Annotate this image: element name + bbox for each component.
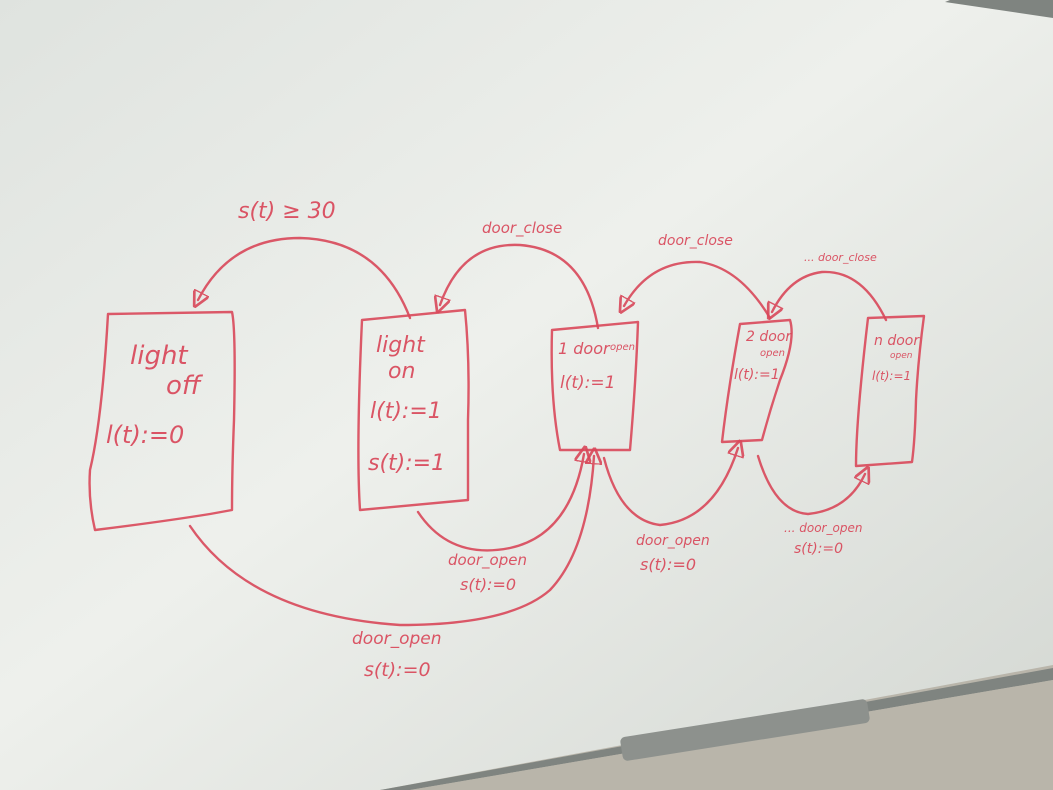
door-close-label-1: door_close [482, 219, 563, 237]
n-door-subtitle: open [890, 351, 913, 361]
timeout-guard-label: s(t) ≥ 30 [238, 199, 336, 224]
reset-label-from-on: s(t):=0 [460, 575, 517, 594]
edge-open-off-to-1 [188, 456, 594, 627]
door-open-label-from-off: door_open [352, 629, 442, 649]
reset-label-2-to-n: s(t):=0 [794, 541, 844, 557]
light-on-assignment-s: s(t):=1 [368, 451, 446, 476]
door-open-label-2-to-n: ... door_open [784, 521, 863, 535]
state-n-door-box [854, 314, 926, 468]
edge-open-1-to-2 [602, 448, 738, 527]
state-light-on-box [357, 308, 470, 512]
n-door-title: n door [874, 333, 920, 349]
edge-timeout-on-to-off [198, 236, 412, 320]
door-close-label-2: door_close [658, 233, 733, 249]
edge-open-on-to-1 [416, 454, 584, 552]
reset-label-1-to-2: s(t):=0 [640, 555, 697, 574]
marker-tray [620, 699, 870, 761]
one-door-subtitle: open [610, 342, 635, 353]
one-door-assignment: l(t):=1 [560, 373, 616, 393]
light-on-title-line1: light [376, 333, 425, 358]
door-open-label-from-on: door_open [448, 551, 527, 569]
light-on-assignment-l: l(t):=1 [370, 399, 442, 424]
edge-close-1-to-on [440, 243, 600, 330]
state-2-door-box [720, 318, 793, 444]
two-door-assignment: l(t):=1 [734, 367, 780, 383]
light-off-title-line1: light [130, 341, 188, 371]
edge-close-2-to-1 [624, 260, 772, 320]
two-door-subtitle: open [760, 348, 785, 359]
state-1-door-box [550, 320, 640, 452]
light-off-assignment: l(t):=0 [106, 421, 185, 449]
one-door-title: 1 door [558, 339, 610, 358]
door-open-label-1-to-2: door_open [636, 533, 710, 549]
edge-open-2-to-n [756, 454, 865, 516]
whiteboard-top-frame [945, 0, 1053, 18]
edge-close-n-to-2 [772, 270, 888, 320]
light-on-title-line2: on [388, 359, 416, 384]
two-door-title: 2 door [746, 329, 792, 345]
door-close-label-n: ... door_close [804, 251, 877, 264]
light-off-title-line2: off [166, 371, 201, 401]
reset-label-from-off: s(t):=0 [364, 659, 431, 681]
n-door-assignment: l(t):=1 [872, 369, 912, 383]
state-light-off-box [88, 310, 236, 532]
